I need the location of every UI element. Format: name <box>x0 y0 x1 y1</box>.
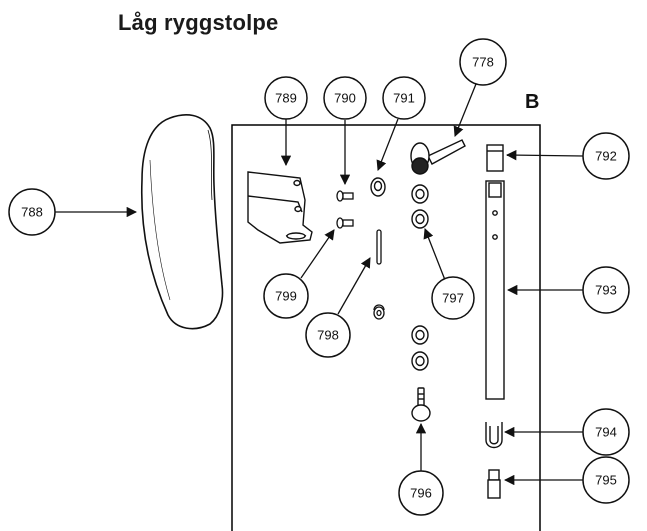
leader-798 <box>337 257 371 315</box>
leader-791 <box>376 118 399 171</box>
callout-792-circle <box>582 132 630 180</box>
leader-792 <box>505 149 584 161</box>
callout-797-circle <box>431 276 475 320</box>
part-789-bracket <box>247 171 313 244</box>
part-790-bolt <box>336 190 354 202</box>
callout-788-circle <box>8 188 56 236</box>
part-nut-small <box>373 304 385 320</box>
callout-790: 790 <box>334 91 356 106</box>
callout-799: 799 <box>275 289 297 304</box>
part-792-tube-cap <box>486 144 504 172</box>
callout-793-circle <box>582 266 630 314</box>
callout-793: 793 <box>595 283 617 298</box>
callout-778-circle <box>459 38 507 86</box>
callout-792: 792 <box>595 149 617 164</box>
part-796-knob-bolt <box>411 387 431 422</box>
leader-lines <box>55 83 584 486</box>
callout-labels: 788 789 790 791 778 792 793 794 795 796 … <box>21 55 617 501</box>
part-791-nut <box>370 177 386 197</box>
callout-789: 789 <box>275 91 297 106</box>
callout-795: 795 <box>595 473 617 488</box>
part-793-back-post <box>485 180 505 400</box>
part-799-bolt <box>336 217 354 229</box>
section-label: B <box>525 91 539 113</box>
callout-789-circle <box>264 76 308 120</box>
part-794-clip <box>485 422 503 449</box>
callouts <box>8 38 630 516</box>
part-798-pin <box>376 229 382 265</box>
callout-796-circle <box>398 470 444 516</box>
callout-778: 778 <box>472 55 494 70</box>
callout-794-circle <box>582 408 630 456</box>
parts-panel-outline <box>231 124 541 531</box>
callout-799-circle <box>263 273 309 319</box>
callout-797: 797 <box>442 291 464 306</box>
callout-791-circle <box>382 76 426 120</box>
part-lower-washers <box>411 325 429 371</box>
leader-778 <box>453 83 477 137</box>
callout-798: 798 <box>317 328 339 343</box>
leader-797 <box>423 228 446 281</box>
part-797-washers <box>411 184 429 229</box>
callout-794: 794 <box>595 425 617 440</box>
part-788-headrest-cushion <box>140 114 224 330</box>
leader-799 <box>300 229 335 279</box>
callout-796: 796 <box>410 486 432 501</box>
callout-798-circle <box>305 312 351 358</box>
part-778-lever-handle <box>410 139 466 175</box>
part-795-end-plug <box>487 469 501 499</box>
callout-788: 788 <box>21 205 43 220</box>
callout-795-circle <box>582 456 630 504</box>
diagram-title: Låg ryggstolpe <box>118 10 279 35</box>
callout-790-circle <box>323 76 367 120</box>
callout-791: 791 <box>393 91 415 106</box>
